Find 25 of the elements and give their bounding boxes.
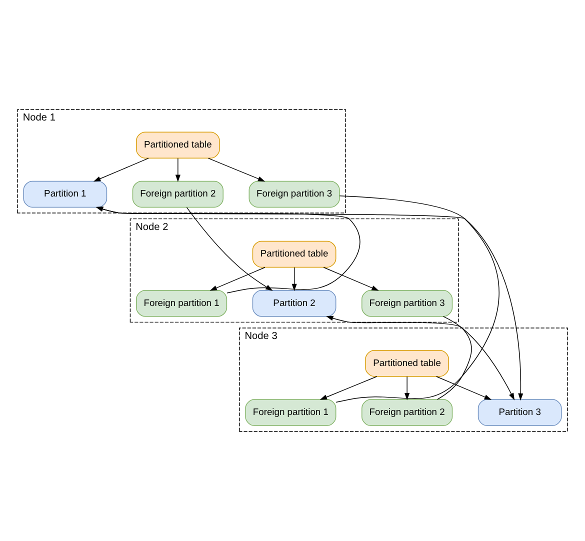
node-box: Partition 1 xyxy=(23,180,108,208)
arrow xyxy=(339,195,524,401)
arrow xyxy=(208,158,266,182)
node-box: Foreign partition 2 xyxy=(132,180,224,208)
arrow xyxy=(292,267,297,292)
node-box: Foreign partition 1 xyxy=(136,290,228,317)
node-box: Partition 3 xyxy=(478,399,562,426)
node-box: Foreign partition 3 xyxy=(248,180,340,208)
arrow xyxy=(320,376,378,400)
arrow xyxy=(323,267,379,291)
arrow xyxy=(93,158,149,182)
arrow xyxy=(404,376,410,400)
arrow xyxy=(175,158,180,182)
node-box: Partitioned table xyxy=(365,350,449,377)
arrow xyxy=(436,376,492,400)
arrow xyxy=(442,316,515,400)
node-box: Foreign partition 1 xyxy=(245,399,336,426)
node-box: Foreign partition 2 xyxy=(362,399,453,426)
node-box: Foreign partition 3 xyxy=(362,290,453,317)
arrow xyxy=(326,316,472,400)
arrow xyxy=(210,267,266,291)
node-box: Partitioned table xyxy=(252,240,336,268)
arrow xyxy=(186,207,273,291)
node-box: Partitioned table xyxy=(136,132,220,158)
node-box: Partition 2 xyxy=(252,290,336,317)
